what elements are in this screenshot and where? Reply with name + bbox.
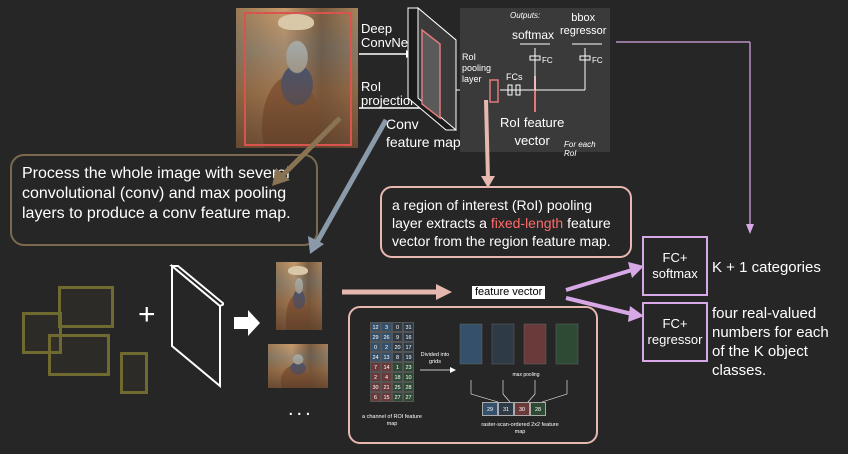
grid-cell: 12 xyxy=(370,322,381,332)
grid-cell: 7 xyxy=(370,362,381,372)
plus-sign: + xyxy=(138,298,156,331)
roi-callout-highlight: fixed-length xyxy=(490,215,564,231)
outputs-diagram xyxy=(489,43,602,112)
roi-callout: a region of interest (RoI) pooling layer… xyxy=(380,186,632,258)
white-arrow xyxy=(234,310,260,336)
left-caption: a channel of ROI feature map xyxy=(362,414,422,427)
fc-regressor-box: FC+ regressor xyxy=(642,302,708,362)
feature-vector-label: feature vector xyxy=(472,286,546,299)
grid-cell: 25 xyxy=(392,382,403,392)
region-box-2 xyxy=(22,312,62,354)
softmax-label: softmax xyxy=(512,28,555,42)
crop-hat-shape xyxy=(288,266,308,275)
roi-feature-vector-label: RoI feature vector xyxy=(500,115,565,148)
deep-convnet-label: Deep ConvNet xyxy=(361,21,412,50)
right-caption: raster-scan-ordered 2x2 feature map xyxy=(481,422,559,435)
grid-cell: 6 xyxy=(370,392,381,402)
hat-shape xyxy=(278,14,314,30)
grid-cell: 19 xyxy=(403,352,414,362)
fc-regressor-line1: FC+ xyxy=(662,316,688,331)
grid-cell: 31 xyxy=(403,322,414,332)
roi-box-red xyxy=(244,12,352,146)
grid-cell: 17 xyxy=(403,342,414,352)
roi-callout-text-before: a region of interest (RoI) pooling layer… xyxy=(392,197,592,231)
pooled-cell: 29 xyxy=(482,402,498,416)
region-box-4 xyxy=(120,352,148,394)
grid-cell: 2 xyxy=(370,372,381,382)
grid-cell: 28 xyxy=(403,382,414,392)
fc-softmax-line2: softmax xyxy=(652,266,698,281)
conv-slab xyxy=(169,263,224,389)
grid-cell: 24 xyxy=(370,352,381,362)
grid-cell: 29 xyxy=(370,332,381,342)
purple-connector xyxy=(616,41,754,234)
grid-cell: 15 xyxy=(381,392,392,402)
grid-cell: 1 xyxy=(392,362,403,372)
input-image xyxy=(236,8,358,148)
pooling-input-grid: 12 3 0 31 29 26 9 16 0 2 20 17 24 13 8 1… xyxy=(370,322,414,402)
grid-cell: 27 xyxy=(392,392,403,402)
categories-label: K + 1 categories xyxy=(712,259,821,276)
grid-cell: 18 xyxy=(392,372,403,382)
max-pooling-label: max pooling xyxy=(512,372,540,378)
region-box-1 xyxy=(58,286,114,328)
fc-softmax-line1: FC+ xyxy=(662,250,688,265)
fc-regressor-line2: regressor xyxy=(647,332,703,347)
grid-cell: 30 xyxy=(370,382,381,392)
roi-projection-label: RoI projection xyxy=(361,79,418,108)
grid-cell: 0 xyxy=(392,322,403,332)
conv-feature-map-label: Conv feature map xyxy=(386,116,461,150)
roi-pooling-layer-label: RoI pooling layer xyxy=(462,52,492,84)
grid-cell: 0 xyxy=(370,342,381,352)
pooled-cell: 30 xyxy=(514,402,530,416)
ellipsis: ... xyxy=(288,398,314,420)
grid-cell: 21 xyxy=(381,382,392,392)
regressor-description: four real-valued numbers for each of the… xyxy=(712,305,829,379)
divided-label: Divided into grids xyxy=(420,352,450,365)
roi-callout-text-after: feature vector from the region feature m… xyxy=(392,215,611,249)
pooled-cell: 31 xyxy=(498,402,514,416)
divided-arrow xyxy=(420,367,456,373)
grid-cell: 26 xyxy=(381,332,392,342)
grid-cell: 16 xyxy=(403,332,414,342)
grid-cell: 27 xyxy=(403,392,414,402)
conv-callout-text: Process the whole image with several con… xyxy=(22,165,291,222)
pooled-cell: 28 xyxy=(530,402,546,416)
grid-cell: 4 xyxy=(381,372,392,382)
grid-cell: 20 xyxy=(392,342,403,352)
fc-right-label: FC xyxy=(592,56,603,65)
top-figure-svg xyxy=(359,6,494,132)
conv-callout: Process the whole image with several con… xyxy=(10,154,318,246)
grid-cell: 8 xyxy=(392,352,403,362)
pooling-quadrants xyxy=(459,323,579,403)
grid-cell: 9 xyxy=(392,332,403,342)
fcs-label: FCs xyxy=(506,72,523,82)
fc-left-label: FC xyxy=(542,56,553,65)
grid-cell: 2 xyxy=(381,342,392,352)
grid-cell: 14 xyxy=(381,362,392,372)
pooling-figure: 12 3 0 31 29 26 9 16 0 2 20 17 24 13 8 1… xyxy=(348,306,598,444)
for-each-roi-label: For each RoI xyxy=(564,140,596,158)
bbox-regressor-label: bbox regressor xyxy=(560,12,607,37)
outputs-label: Outputs: xyxy=(510,11,541,20)
roi-crop-2 xyxy=(268,344,328,388)
fc-softmax-box: FC+ softmax xyxy=(642,236,708,296)
grid-cell: 3 xyxy=(381,322,392,332)
grid-cell: 10 xyxy=(403,372,414,382)
roi-crop-1 xyxy=(276,262,322,330)
region-box-3 xyxy=(48,334,110,376)
pooled-output: 29 31 30 28 xyxy=(482,402,546,416)
grid-cell: 13 xyxy=(381,352,392,362)
grid-cell: 23 xyxy=(403,362,414,372)
